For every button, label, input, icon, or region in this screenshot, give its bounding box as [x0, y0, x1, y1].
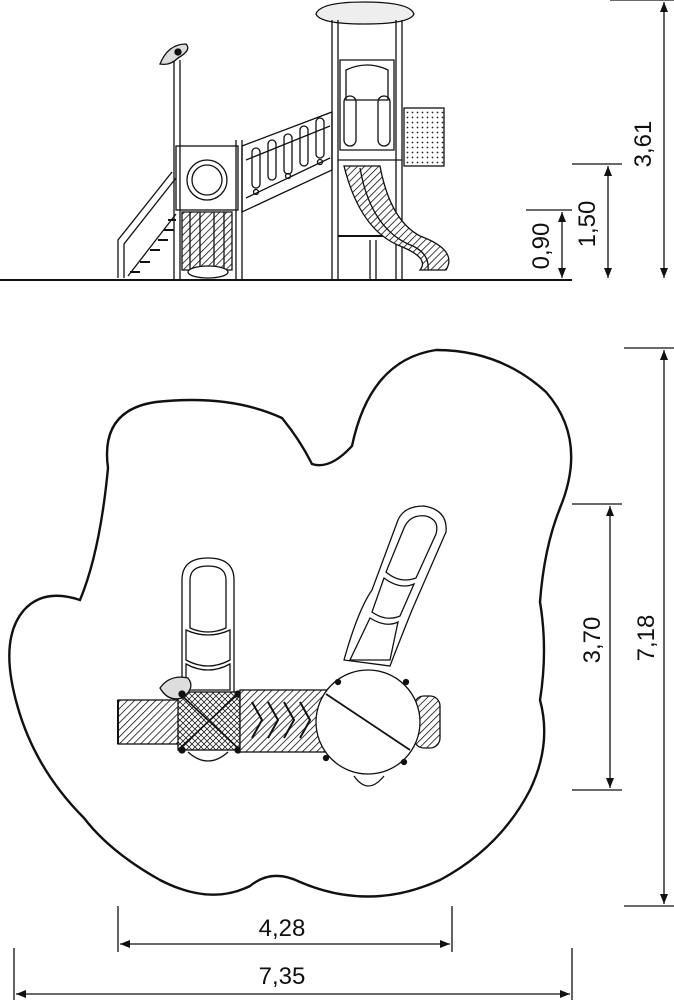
elevation-stairs	[117, 171, 177, 278]
dim-label-7-18: 7,18	[633, 615, 660, 662]
plan-left-deck	[159, 676, 242, 762]
plan-right-deck	[315, 669, 421, 787]
plan-right-slide	[343, 505, 447, 667]
dim-label-4-28: 4,28	[259, 915, 306, 942]
plan-left-slide	[181, 557, 235, 701]
elevation-bridge	[241, 111, 333, 214]
elevation-left-tower	[159, 43, 243, 280]
dim-label-7-35: 7,35	[259, 963, 306, 990]
safety-zone-outline	[8, 348, 573, 898]
dimension-height-lines	[526, 0, 674, 278]
plan-view	[8, 348, 573, 898]
dim-label-0-90: 0,90	[528, 223, 555, 270]
elevation-view	[0, 1, 572, 281]
dim-label-3-61: 3,61	[630, 121, 657, 168]
dim-label-1-50: 1,50	[574, 201, 601, 248]
elevation-right-tower	[315, 1, 450, 280]
dimension-plan-lines	[13, 347, 674, 1000]
plan-ladder	[117, 699, 181, 745]
dim-label-3-70: 3,70	[579, 617, 606, 664]
